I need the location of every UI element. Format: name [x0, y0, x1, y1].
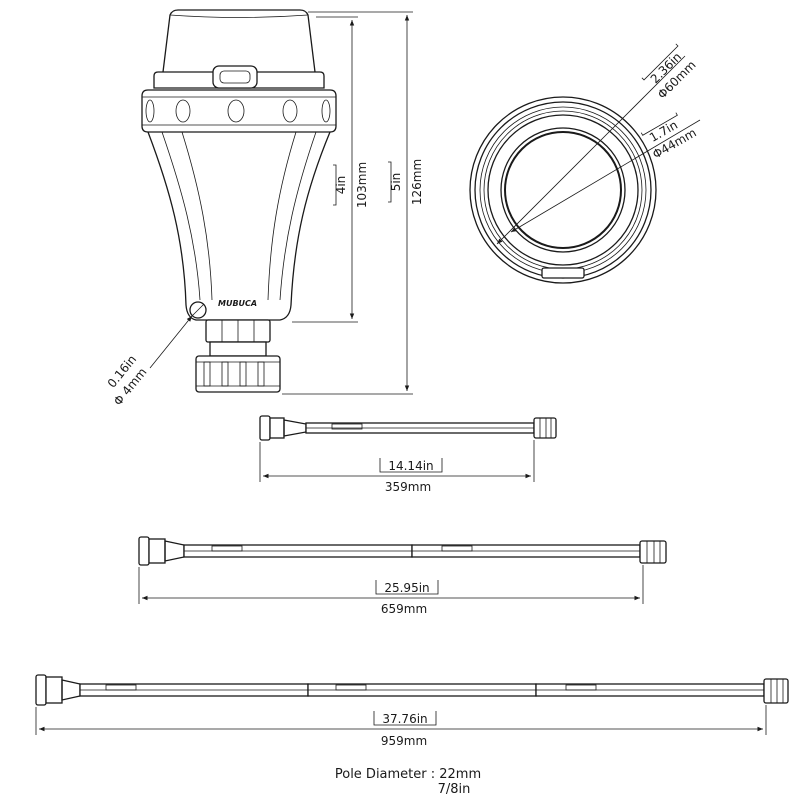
outer-dia-label: 2.36in Φ 60mm — [641, 43, 699, 102]
pole-959-mm: 959mm — [381, 734, 427, 748]
lamp-height-in: 4in — [334, 176, 348, 195]
total-height-dimension: 5in 126mm — [282, 11, 424, 395]
pole-659 — [138, 536, 667, 566]
pole-359-dimension: 14.14in 359mm — [259, 440, 535, 494]
total-height-in: 5in — [389, 173, 403, 192]
screw-dimension: 0.16in Φ 4mm — [105, 315, 193, 408]
pole-659-dimension: 25.95in 659mm — [138, 565, 644, 616]
lamp-top-view — [469, 55, 701, 284]
pole-659-mm: 659mm — [381, 602, 427, 616]
pole-659-in: 25.95in — [384, 581, 429, 595]
lamp-height-mm: 103mm — [355, 162, 369, 208]
lamp-side-view: MUBUCA — [141, 9, 337, 393]
brand-mark: MUBUCA — [218, 299, 257, 308]
lamp-height-dimension: 4in 103mm — [292, 16, 369, 323]
pole-959-dimension: 37.76in 959mm — [35, 705, 767, 748]
pole-959-in: 37.76in — [382, 712, 427, 726]
pole-359 — [259, 415, 557, 441]
total-height-mm: 126mm — [410, 159, 424, 205]
pole-diameter-note-imperial: 7/8in — [438, 782, 471, 797]
pole-diameter-note: Pole Diameter : 22mm — [335, 767, 481, 782]
pole-359-in: 14.14in — [388, 459, 433, 473]
pole-359-mm: 359mm — [385, 480, 431, 494]
pole-959 — [35, 674, 789, 706]
